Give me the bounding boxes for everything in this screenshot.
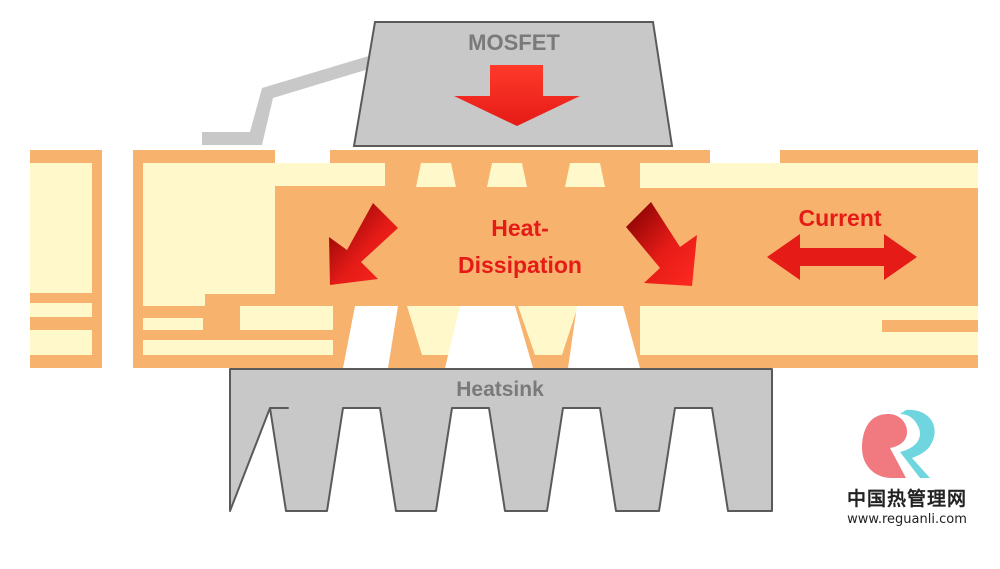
logo-mark-icon [862, 409, 935, 478]
logo-url-text[interactable]: www.reguanli.com [847, 512, 967, 527]
heatsink-label: Heatsink [456, 378, 544, 401]
heat-dissipation-label-line1: Heat- [491, 215, 549, 241]
current-label: Current [798, 205, 881, 231]
arrow-down-icon [454, 65, 580, 126]
arrow-double-horizontal-icon [767, 234, 917, 280]
arrow-diagonal-right-icon [626, 202, 697, 286]
mosfet-component [202, 21, 674, 147]
pcb-left-segment [30, 150, 102, 368]
heatsink-component [229, 368, 773, 512]
logo-name-text: 中国热管理网 [846, 488, 967, 510]
arrow-diagonal-left-icon [329, 203, 398, 285]
heat-dissipation-label-line2: Dissipation [458, 252, 582, 278]
mosfet-label: MOSFET [468, 30, 560, 55]
